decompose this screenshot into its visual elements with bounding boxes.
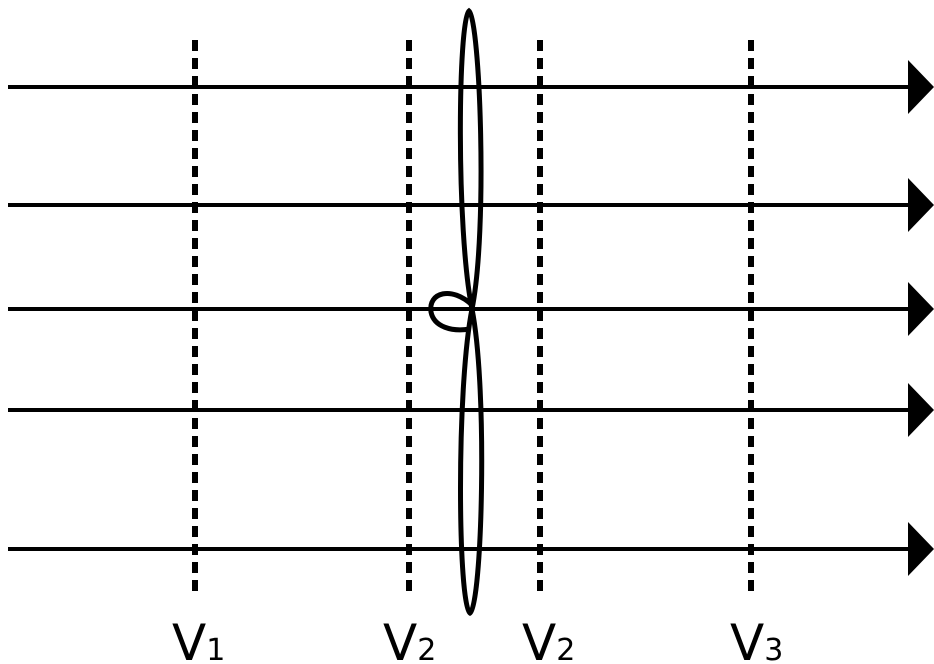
rotor [428,7,485,617]
arrowhead-icon [908,282,934,336]
arrowhead-icon [908,178,934,232]
measurement-planes [192,40,754,592]
rotor-hub [428,291,474,333]
arrowhead-icon [908,383,934,437]
streamline [8,282,934,336]
streamline [8,178,934,232]
streamline [8,60,934,114]
arrowhead-icon [908,60,934,114]
arrowhead-icon [908,522,934,576]
lower-blade [458,308,485,617]
plane-labels: V1 V2 V2 V3 [172,614,783,664]
label-v2-upstream: V2 [383,614,436,664]
label-v3: V3 [730,614,783,664]
label-v2-downstream: V2 [522,614,575,664]
streamline [8,383,934,437]
streamline [8,522,934,576]
label-v1: V1 [172,614,225,664]
upper-blade [457,7,484,310]
